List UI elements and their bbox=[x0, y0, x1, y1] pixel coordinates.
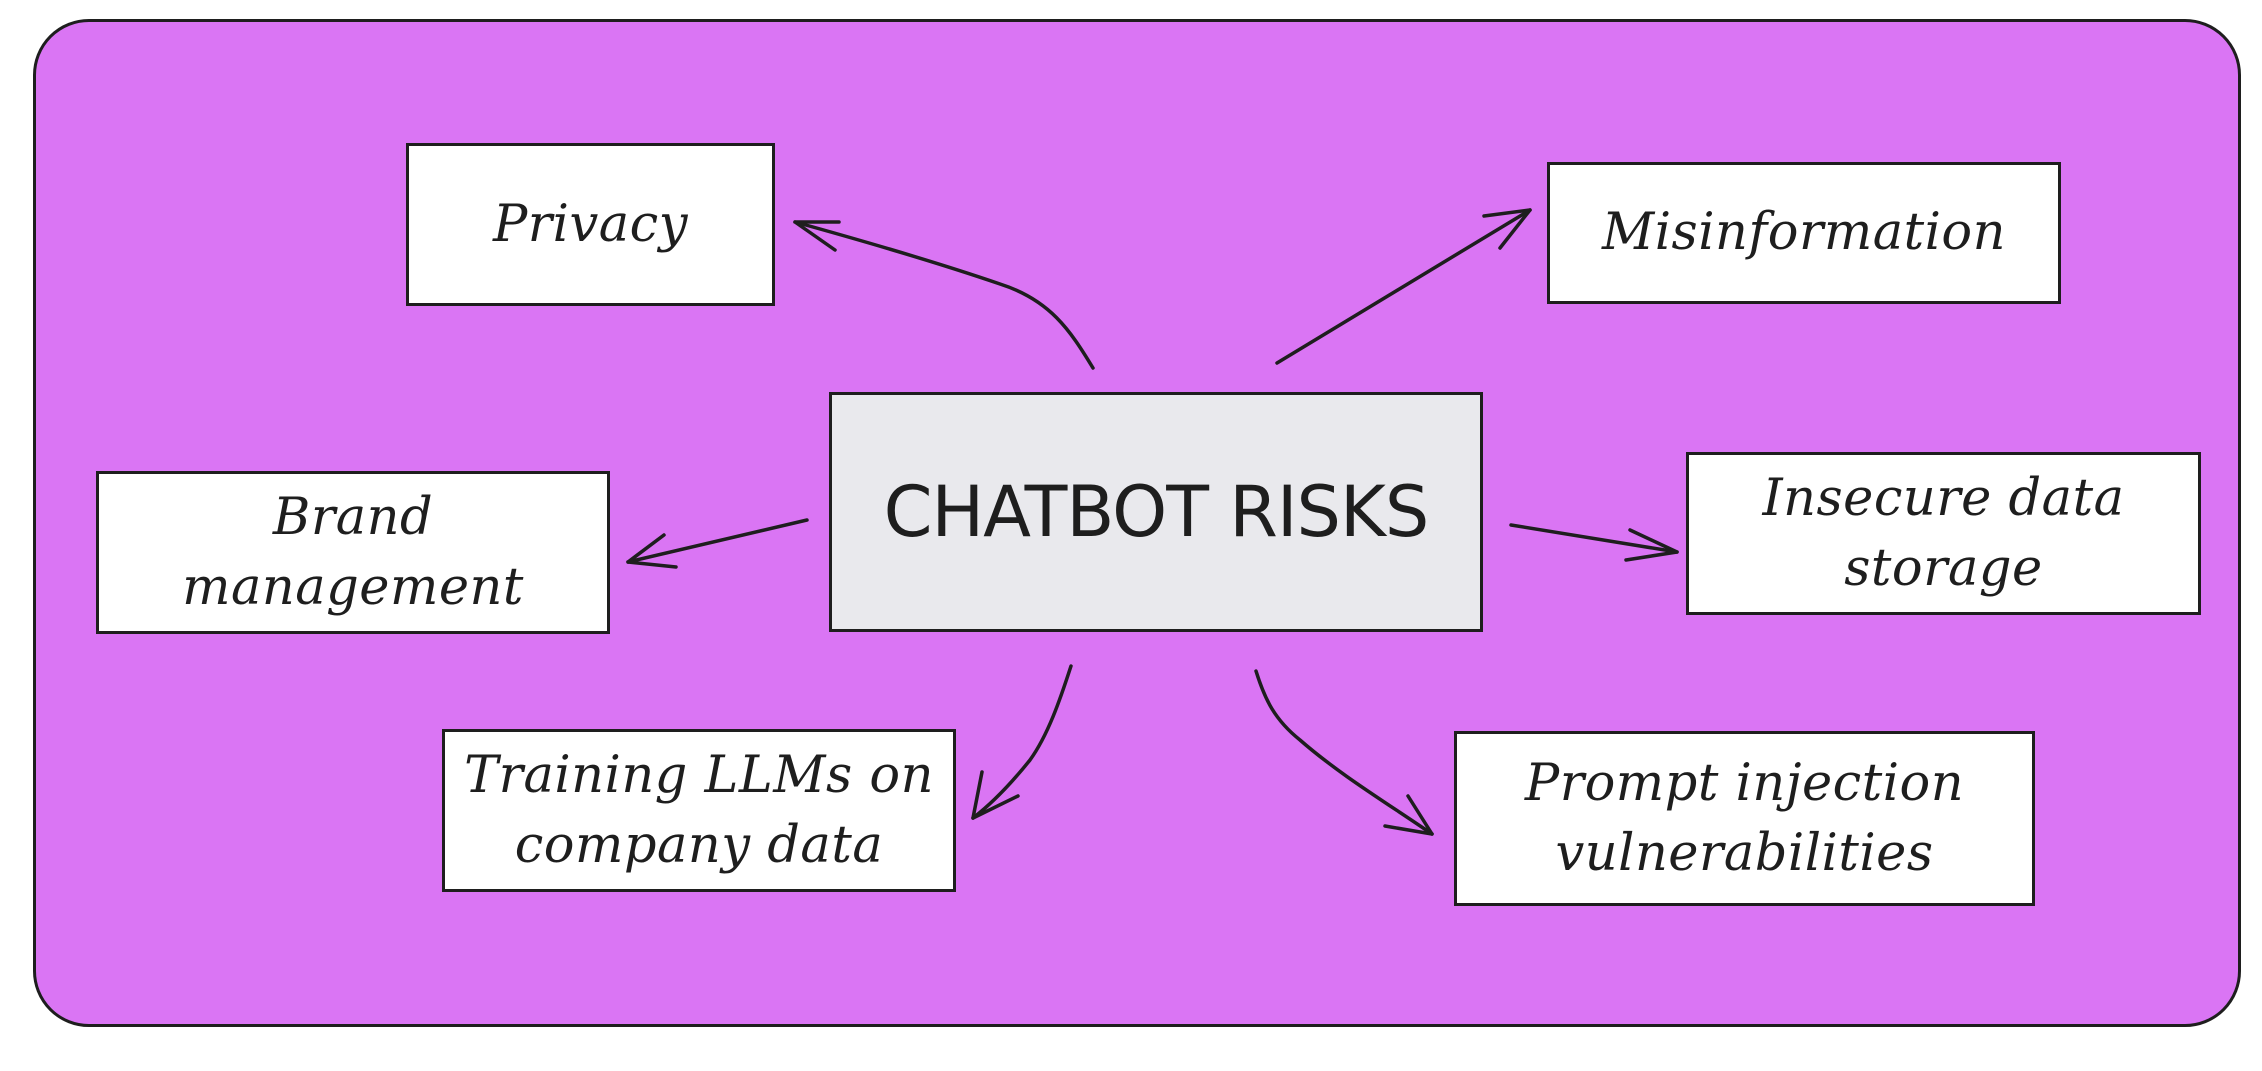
risk-node-prompt-injection: Prompt injection vulnerabilities bbox=[1454, 731, 2035, 906]
risk-node-privacy: Privacy bbox=[406, 143, 775, 306]
risk-label-misinformation: Misinformation bbox=[1602, 203, 2006, 262]
risk-label-insecure-data-storage: Insecure data storage bbox=[1762, 468, 2125, 598]
arrow-to-privacy bbox=[793, 220, 1095, 370]
risk-label-brand-management: Brand management bbox=[182, 487, 524, 617]
arrow-to-prompt-injection bbox=[1254, 669, 1434, 836]
risk-label-training-llms: Training LLMs on company data bbox=[464, 745, 934, 875]
central-topic-label: CHATBOT RISKS bbox=[883, 471, 1430, 553]
arrow-to-training bbox=[971, 664, 1073, 820]
central-topic-box: CHATBOT RISKS bbox=[829, 392, 1483, 632]
risk-node-brand-management: Brand management bbox=[96, 471, 610, 634]
arrow-to-misinformation bbox=[1275, 208, 1532, 365]
risk-node-misinformation: Misinformation bbox=[1547, 162, 2061, 304]
risk-node-training-llms: Training LLMs on company data bbox=[442, 729, 956, 892]
risk-label-privacy: Privacy bbox=[492, 194, 689, 254]
risk-label-prompt-injection: Prompt injection vulnerabilities bbox=[1524, 753, 1965, 883]
risk-node-insecure-data-storage: Insecure data storage bbox=[1686, 452, 2201, 615]
arrow-to-insecure-storage bbox=[1509, 523, 1679, 562]
arrow-to-brand bbox=[626, 518, 809, 569]
